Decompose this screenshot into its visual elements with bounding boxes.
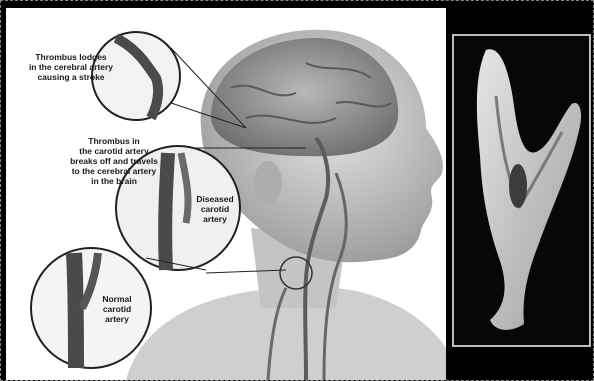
callout-thrombus-text: Thrombus in the carotid artery breaks of… bbox=[54, 136, 174, 186]
carotid-stroke-illustration: Thrombus lodges in the cerebral artery c… bbox=[6, 8, 446, 380]
callout-stroke-text: Thrombus lodges in the cerebral artery c… bbox=[12, 52, 130, 82]
specimen-drawing bbox=[454, 36, 589, 345]
carotid-specimen-photo bbox=[452, 34, 591, 347]
callout-normal-text: Normal carotid artery bbox=[92, 294, 142, 324]
callout-diseased-text: Diseased carotid artery bbox=[190, 194, 240, 224]
ear bbox=[254, 161, 282, 205]
specimen-plaque bbox=[509, 164, 527, 208]
